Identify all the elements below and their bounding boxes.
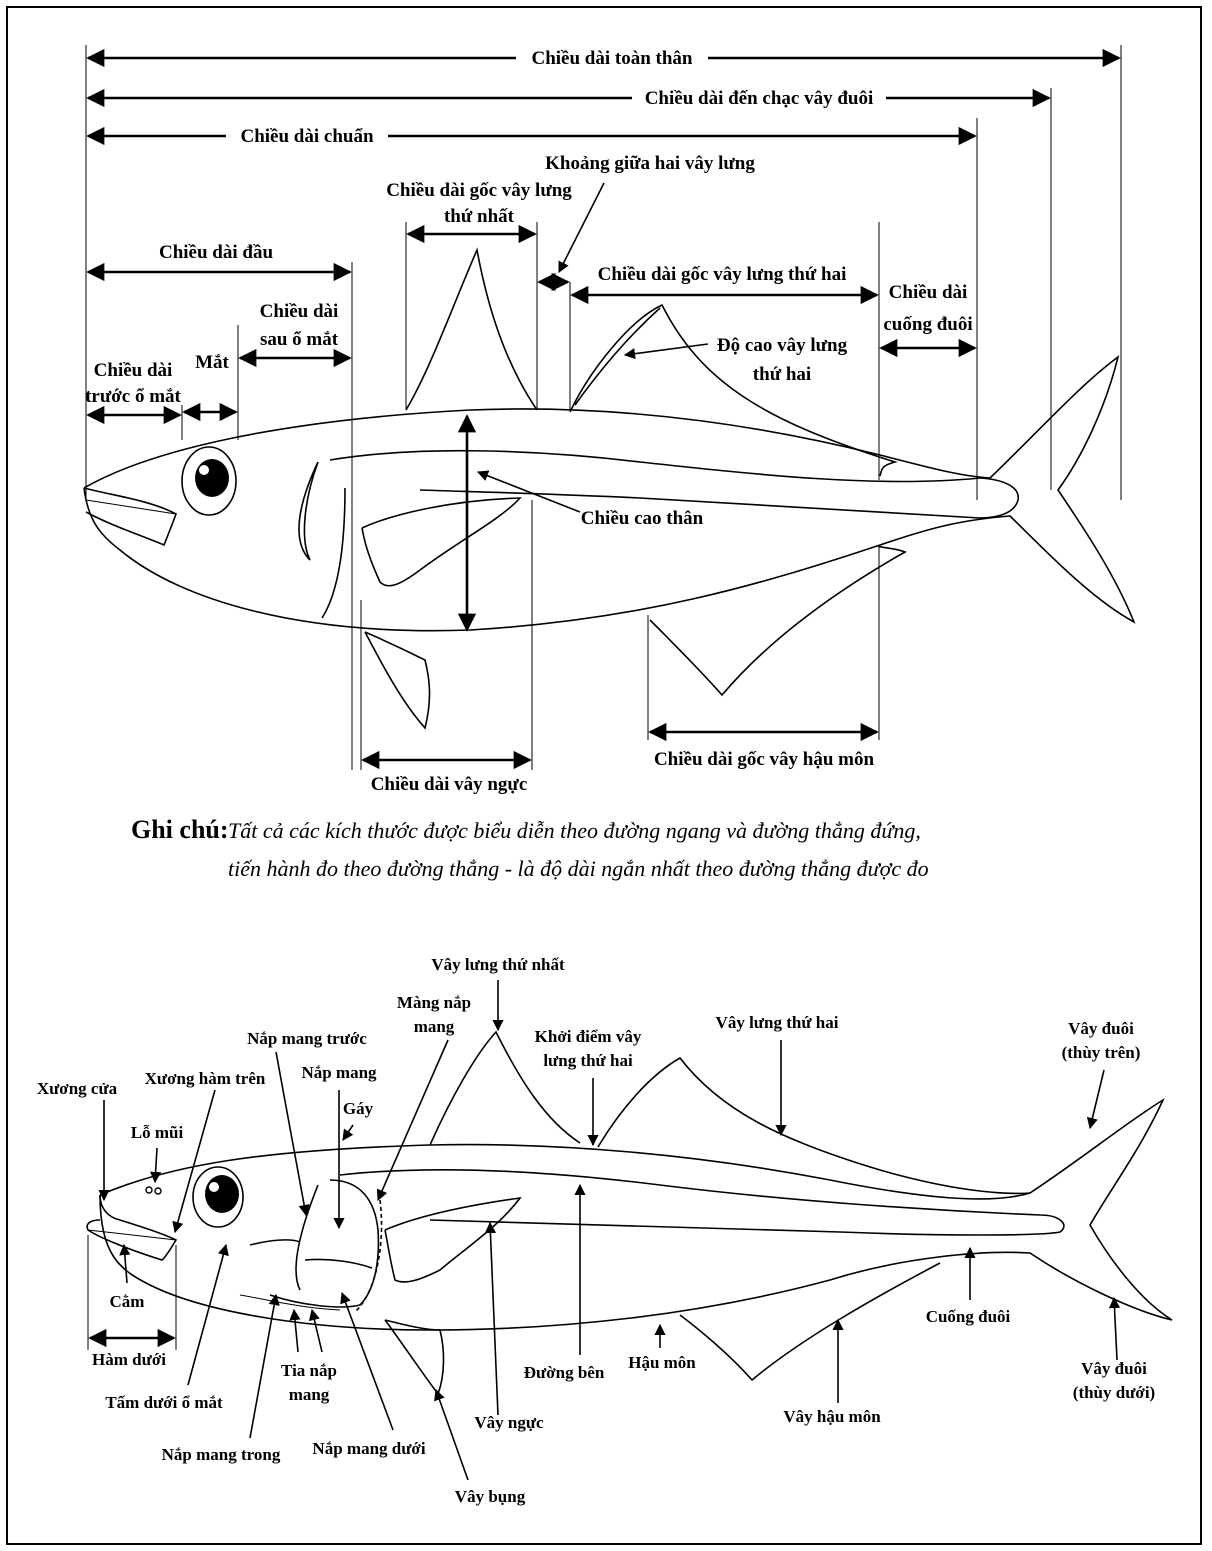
label-interdorsal-space: Khoảng giữa hai vây lưng (545, 153, 755, 174)
label-preopercle: Nắp mang trước (247, 1029, 367, 1048)
label-caudal-lower-2: (thùy dưới) (1073, 1383, 1155, 1402)
label-preorbital-2: trước ổ mắt (85, 386, 181, 407)
label-caudal-upper-2: (thùy trên) (1062, 1043, 1141, 1062)
measurement-diagram: Chiều dài toàn thân Chiều dài đến chạc v… (84, 45, 1134, 795)
label-nape: Gáy (343, 1099, 374, 1118)
label-lateral-line: Đường bên (524, 1363, 605, 1382)
anatomy-diagram: Vây lưng thứ nhất Màng nắp mang Nắp mang… (37, 955, 1172, 1506)
label-pectoral-fin-length: Chiều dài vây ngực (371, 774, 528, 795)
note-line-2: tiến hành đo theo đường thẳng - là độ dà… (228, 856, 929, 881)
note-heading: Ghi chú: (131, 815, 229, 844)
label-lower-jaw: Hàm dưới (92, 1350, 166, 1369)
label-second-dorsal-height-1: Độ cao vây lưng (717, 335, 848, 356)
label-anal-fin-base: Chiều dài gốc vây hậu môn (654, 749, 875, 770)
label-second-dorsal-base: Chiều dài gốc vây lưng thứ hai (598, 264, 847, 285)
label-caudal-peduncle-length-1: Chiều dài (889, 282, 968, 303)
measurement-labels: Chiều dài toàn thân Chiều dài đến chạc v… (85, 48, 973, 795)
label-gill-membrane-2: mang (414, 1017, 455, 1036)
label-caudal-upper-1: Vây đuôi (1068, 1019, 1134, 1038)
note-line-1: Tất cả các kích thước được biểu diễn the… (228, 818, 921, 843)
label-branchiostegal-rays-2: mang (289, 1385, 330, 1404)
label-premaxilla: Xương cửa (37, 1079, 118, 1098)
label-total-length: Chiều dài toàn thân (531, 48, 692, 69)
label-branchiostegal-rays-1: Tia nắp (281, 1361, 337, 1380)
label-first-dorsal-base-1: Chiều dài gốc vây lưng (386, 180, 572, 201)
label-postorbital-1: Chiều dài (260, 301, 339, 322)
label-subopercle: Nắp mang dưới (312, 1439, 425, 1458)
label-eye: Mắt (195, 352, 229, 373)
label-caudal-peduncle: Cuống đuôi (926, 1307, 1011, 1326)
label-caudal-peduncle-length-2: cuống đuôi (883, 314, 972, 335)
label-gill-membrane-1: Màng nắp (397, 993, 471, 1012)
label-opercle: Nắp mang (301, 1063, 377, 1082)
label-head-length: Chiều dài đầu (159, 242, 273, 263)
label-chin: Cằm (110, 1292, 145, 1311)
label-nostril: Lỗ mũi (131, 1123, 184, 1142)
label-fork-length: Chiều dài đến chạc vây đuôi (645, 88, 874, 109)
anatomy-labels: Vây lưng thứ nhất Màng nắp mang Nắp mang… (37, 955, 1155, 1506)
note-block: Ghi chú: Tất cả các kích thước được biểu… (131, 815, 929, 881)
label-postorbital-2: sau ổ mắt (260, 329, 339, 350)
label-anus: Hậu môn (628, 1353, 696, 1372)
label-second-dorsal-fin: Vây lưng thứ hai (716, 1013, 839, 1032)
label-anal-fin: Vây hậu môn (783, 1407, 881, 1426)
label-second-dorsal-origin-1: Khởi điểm vây (535, 1027, 642, 1046)
label-body-depth: Chiều cao thân (581, 508, 704, 529)
label-preorbital-1: Chiều dài (94, 360, 173, 381)
label-first-dorsal-base-2: thứ nhất (444, 206, 515, 227)
label-second-dorsal-origin-2: lưng thứ hai (543, 1051, 633, 1070)
label-pectoral-fin: Vây ngực (474, 1413, 544, 1432)
label-first-dorsal-fin: Vây lưng thứ nhất (431, 955, 565, 974)
label-maxilla: Xương hàm trên (145, 1069, 266, 1088)
label-pelvic-fin: Vây bụng (455, 1487, 526, 1506)
label-second-dorsal-height-2: thứ hai (753, 364, 811, 385)
label-standard-length: Chiều dài chuẩn (240, 126, 373, 147)
label-suborbital: Tấm dưới ổ mắt (105, 1393, 223, 1412)
label-caudal-lower-1: Vây đuôi (1081, 1359, 1147, 1378)
label-interopercle: Nắp mang trong (162, 1445, 281, 1464)
